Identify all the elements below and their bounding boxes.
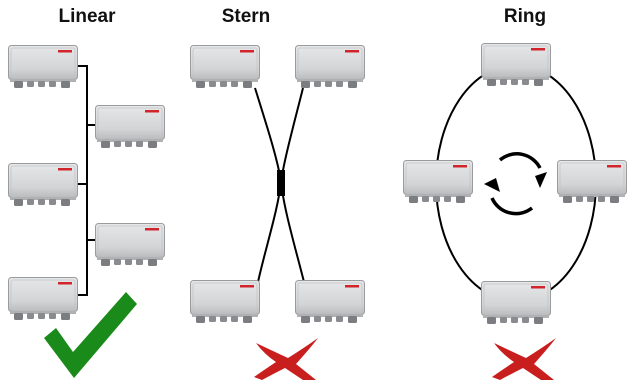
ring-module-bottom xyxy=(481,281,551,325)
cross-icon xyxy=(254,338,318,380)
check-icon xyxy=(44,292,137,378)
linear-wiring xyxy=(78,65,95,296)
linear-module-3 xyxy=(8,163,78,207)
stern-module-2 xyxy=(295,45,365,89)
linear-module-4 xyxy=(95,223,165,267)
ring-module-right xyxy=(557,160,627,204)
stern-title: Stern xyxy=(221,6,271,27)
ring-module-left xyxy=(403,160,473,204)
linear-module-2 xyxy=(95,105,165,149)
stern-module-4 xyxy=(295,280,365,324)
stern-module-1 xyxy=(190,45,260,89)
ring-module-top xyxy=(481,43,551,87)
cross-icon xyxy=(492,338,556,380)
linear-title: Linear xyxy=(58,6,116,27)
linear-module-5 xyxy=(8,277,78,321)
stern-module-3 xyxy=(190,280,260,324)
stern-hub xyxy=(277,170,285,196)
linear-module-1 xyxy=(8,45,78,89)
ring-title: Ring xyxy=(503,6,547,27)
rotation-arrows-icon xyxy=(484,152,547,216)
